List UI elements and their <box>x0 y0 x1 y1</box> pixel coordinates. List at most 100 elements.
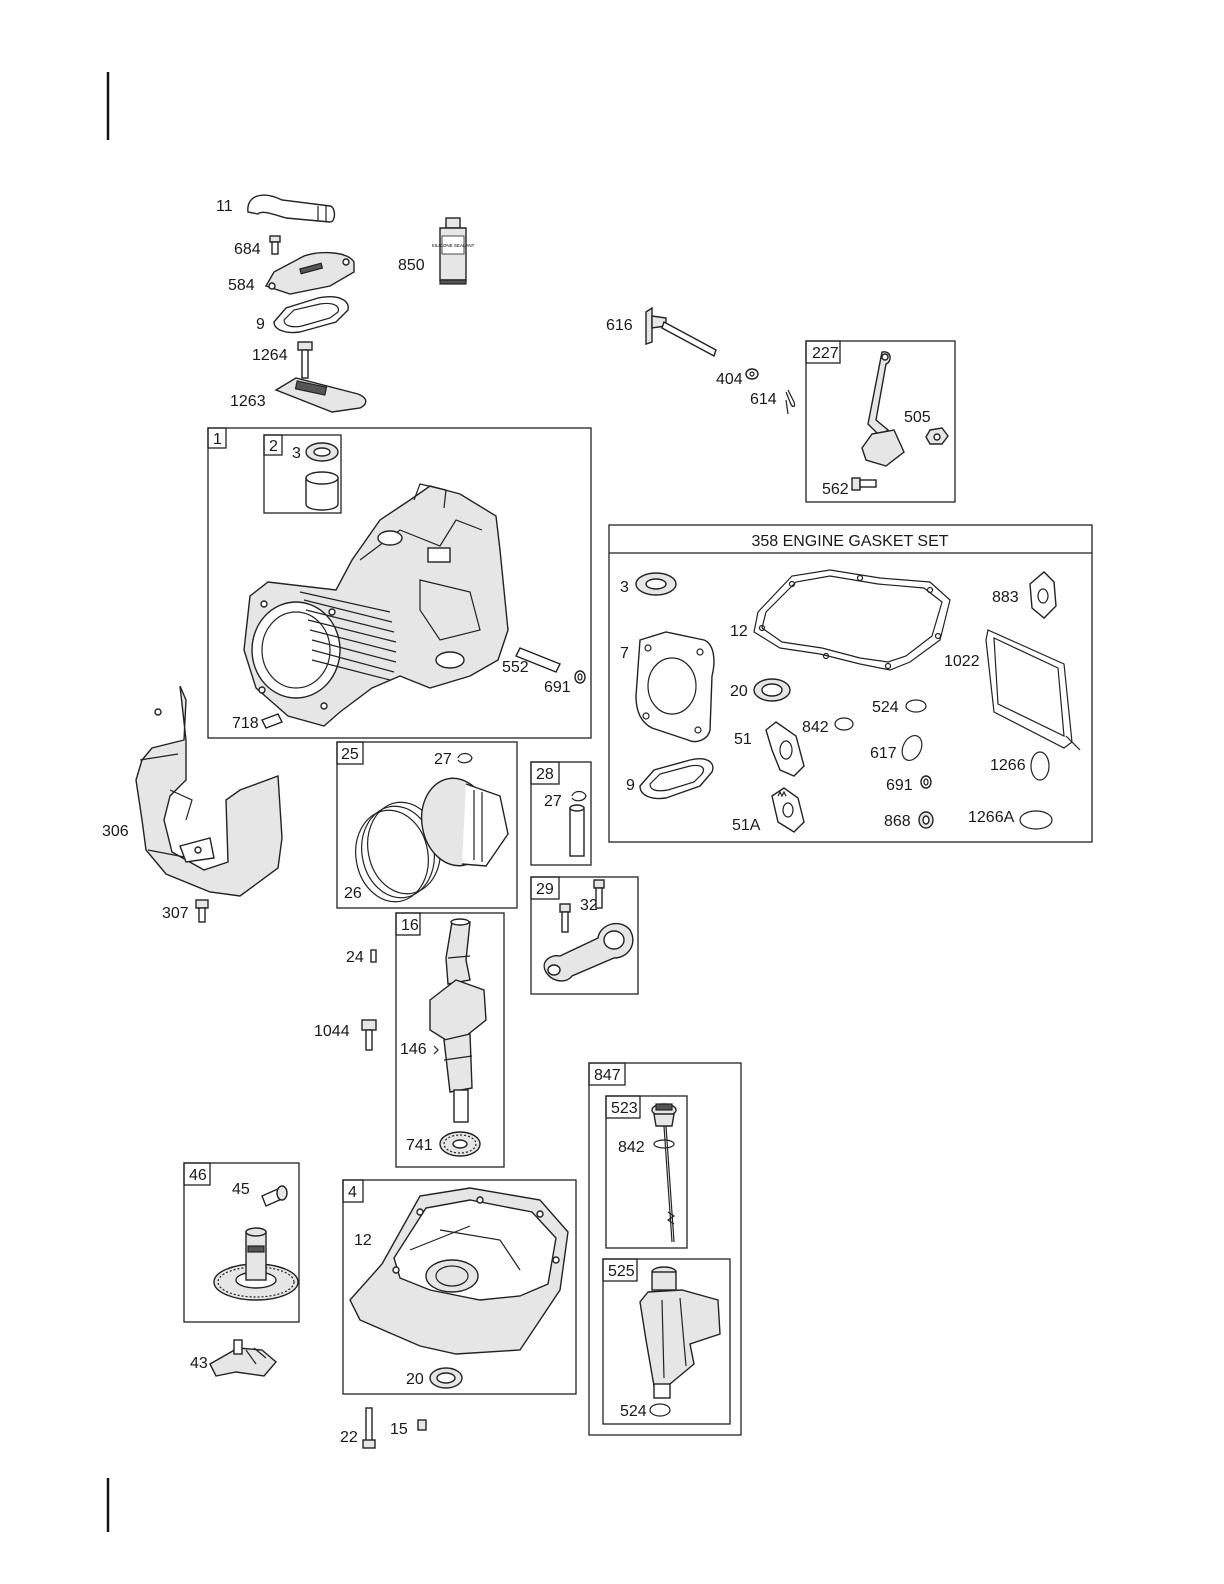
callout-27-kit28: 27 <box>544 793 562 810</box>
callout-684: 684 <box>234 241 261 258</box>
part-614-hairpin <box>786 390 795 414</box>
part-524-o-ring-gasket <box>906 700 926 712</box>
callout-868: 868 <box>884 813 911 830</box>
part-691-seal-ring <box>575 671 585 683</box>
part-718-pin <box>262 714 282 728</box>
callout-842-gasket: 842 <box>802 719 829 736</box>
part-46-camshaft-gear <box>214 1228 298 1300</box>
callout-1266A: 1266A <box>968 809 1015 826</box>
part-146-key <box>434 1046 438 1054</box>
part-525-fill-tube <box>640 1267 720 1398</box>
callout-1022: 1022 <box>944 653 980 670</box>
callout-1264: 1264 <box>252 347 288 364</box>
callout-1266: 1266 <box>990 757 1026 774</box>
callout-847: 847 <box>594 1067 621 1084</box>
callout-616: 616 <box>606 317 633 334</box>
callout-29: 29 <box>536 881 554 898</box>
part-9-breather-gasket-set <box>640 759 713 799</box>
callout-227: 227 <box>812 345 839 362</box>
part-842-o-ring-gasket <box>835 718 853 730</box>
part-27-wrist-pin-clip <box>458 754 472 763</box>
part-11-breather-tube <box>248 195 335 222</box>
part-15-plug <box>418 1420 426 1430</box>
part-306-air-guide <box>136 686 282 896</box>
part-20-oil-seal <box>430 1368 462 1388</box>
callout-25: 25 <box>341 746 359 763</box>
callout-9-gasket: 9 <box>626 777 635 794</box>
part-1264-bolt <box>298 342 312 378</box>
callout-28: 28 <box>536 766 554 783</box>
callout-718: 718 <box>232 715 259 732</box>
callout-307: 307 <box>162 905 189 922</box>
part-584-breather-cover <box>266 253 354 294</box>
part-850-sealant-tube: SILICONE SEALANT <box>432 218 475 284</box>
callout-12-gasket: 12 <box>730 623 748 640</box>
callout-1044: 1044 <box>314 1023 350 1040</box>
part-51-intake-gasket <box>766 722 804 776</box>
part-741-timing-gear <box>440 1132 480 1156</box>
part-20-seal-gasket <box>754 679 790 701</box>
part-24-key <box>371 950 376 962</box>
part-505-nut <box>926 428 948 444</box>
callout-146: 146 <box>400 1041 427 1058</box>
callout-27: 27 <box>434 751 452 768</box>
part-883-gasket <box>1030 572 1056 618</box>
callout-524: 524 <box>620 1403 647 1420</box>
callout-525: 525 <box>608 1263 635 1280</box>
callout-22: 22 <box>340 1429 358 1446</box>
kit-523-frame <box>606 1096 687 1248</box>
callout-26: 26 <box>344 885 362 902</box>
callout-15: 15 <box>390 1421 408 1438</box>
callout-24: 24 <box>346 949 364 966</box>
part-1266A-o-ring <box>1020 811 1052 829</box>
part-16-crankshaft <box>430 919 486 1122</box>
callout-584: 584 <box>228 277 255 294</box>
callout-306: 306 <box>102 823 129 840</box>
callout-16: 16 <box>401 917 419 934</box>
part-4-sump <box>350 1188 568 1354</box>
part-616-governor-shaft <box>646 308 716 356</box>
callout-1: 1 <box>213 431 222 448</box>
callout-883: 883 <box>992 589 1019 606</box>
part-28-wrist-pin <box>570 805 584 856</box>
callout-51A: 51A <box>732 817 761 834</box>
part-684-screw <box>270 236 280 254</box>
callout-43: 43 <box>190 1355 208 1372</box>
part-404-washer <box>746 369 758 379</box>
callout-850: 850 <box>398 257 425 274</box>
part-22-bolt <box>363 1408 375 1448</box>
part-307-screw <box>196 900 208 922</box>
callout-45: 45 <box>232 1181 250 1198</box>
callout-691: 691 <box>544 679 571 696</box>
part-1022-cover-gasket <box>986 630 1080 750</box>
callout-614: 614 <box>750 391 777 408</box>
part-27-clip-kit28 <box>572 792 586 801</box>
part-1044-bolt <box>362 1020 376 1050</box>
callout-404: 404 <box>716 371 743 388</box>
callout-20-gasket: 20 <box>730 683 748 700</box>
callout-523: 523 <box>611 1100 638 1117</box>
callout-51: 51 <box>734 731 752 748</box>
part-868-seal <box>919 812 933 828</box>
part-691-seal-gasket <box>921 776 931 788</box>
part-617-o-ring <box>898 732 925 763</box>
part-3-seal-gasket <box>636 573 676 595</box>
callout-562: 562 <box>822 481 849 498</box>
part-523-dipstick <box>652 1104 676 1242</box>
sealant-tube-text: SILICONE SEALANT <box>432 243 475 248</box>
part-2-bushing <box>306 472 338 510</box>
callout-11: 11 <box>216 198 233 215</box>
part-1263-plate <box>276 378 366 412</box>
callout-4: 4 <box>348 1184 357 1201</box>
part-227-governor-lever <box>862 352 904 466</box>
part-45-pin <box>262 1186 287 1206</box>
callout-12: 12 <box>354 1232 372 1249</box>
callout-3: 3 <box>292 445 301 462</box>
callout-3-gasket: 3 <box>620 579 629 596</box>
callout-524-gasket: 524 <box>872 699 899 716</box>
callout-691-gasket: 691 <box>886 777 913 794</box>
callout-20: 20 <box>406 1371 424 1388</box>
part-562-screw <box>852 478 876 490</box>
part-12-sump-gasket <box>754 570 950 670</box>
